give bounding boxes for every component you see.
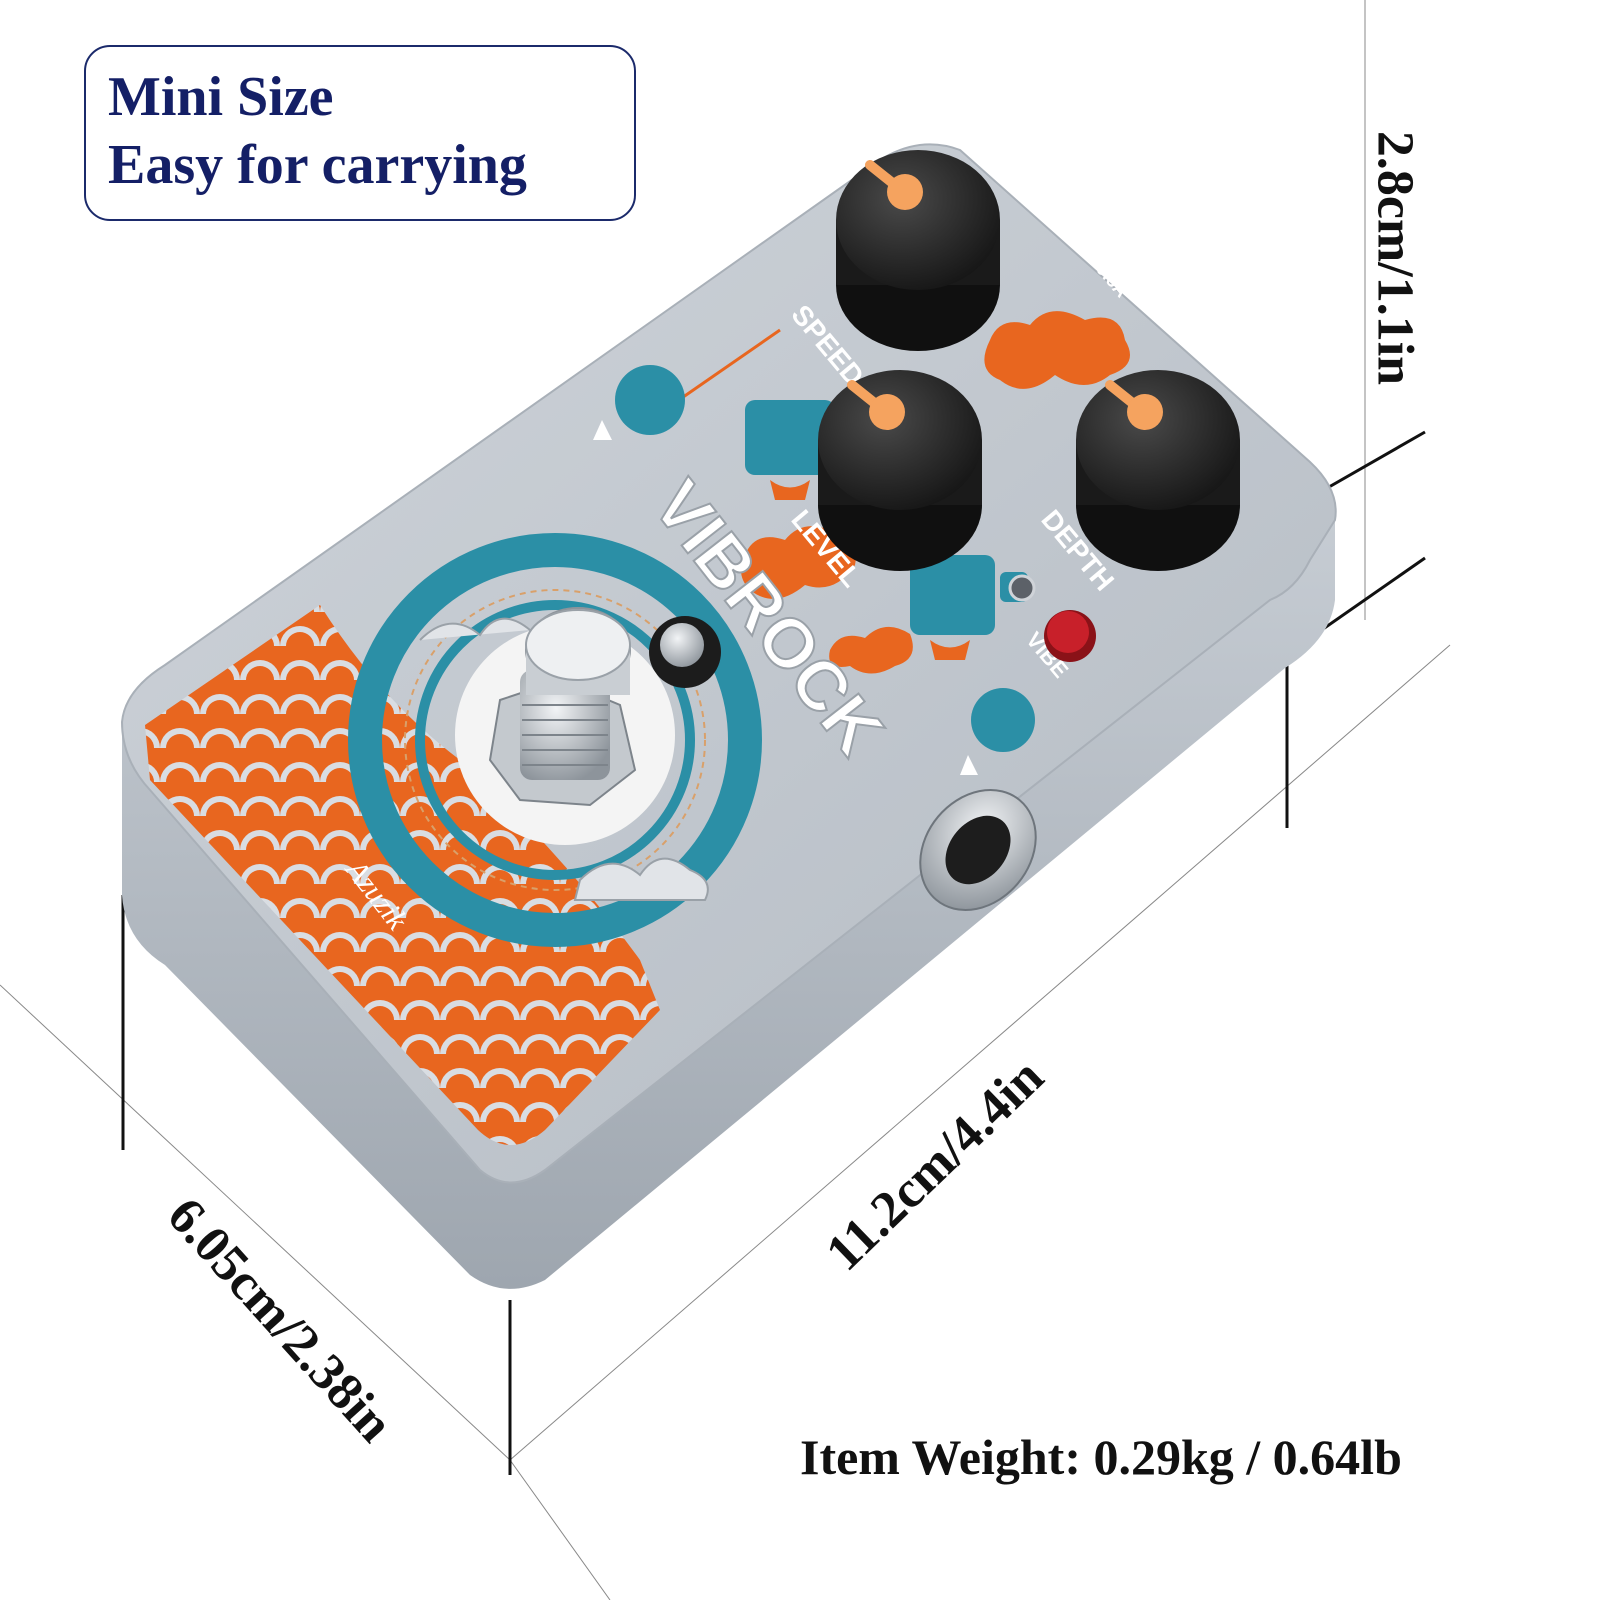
speed-knob[interactable] bbox=[836, 150, 1000, 351]
indicator-dome bbox=[649, 616, 721, 688]
depth-knob[interactable] bbox=[1076, 370, 1240, 571]
item-weight: Item Weight: 0.29kg / 0.64lb bbox=[800, 1428, 1402, 1486]
vibe-toggle-button[interactable] bbox=[1044, 610, 1096, 662]
height-dimension: 2.8cm/1.1in bbox=[1366, 131, 1425, 385]
level-knob[interactable] bbox=[818, 370, 982, 571]
status-led bbox=[1010, 576, 1034, 600]
